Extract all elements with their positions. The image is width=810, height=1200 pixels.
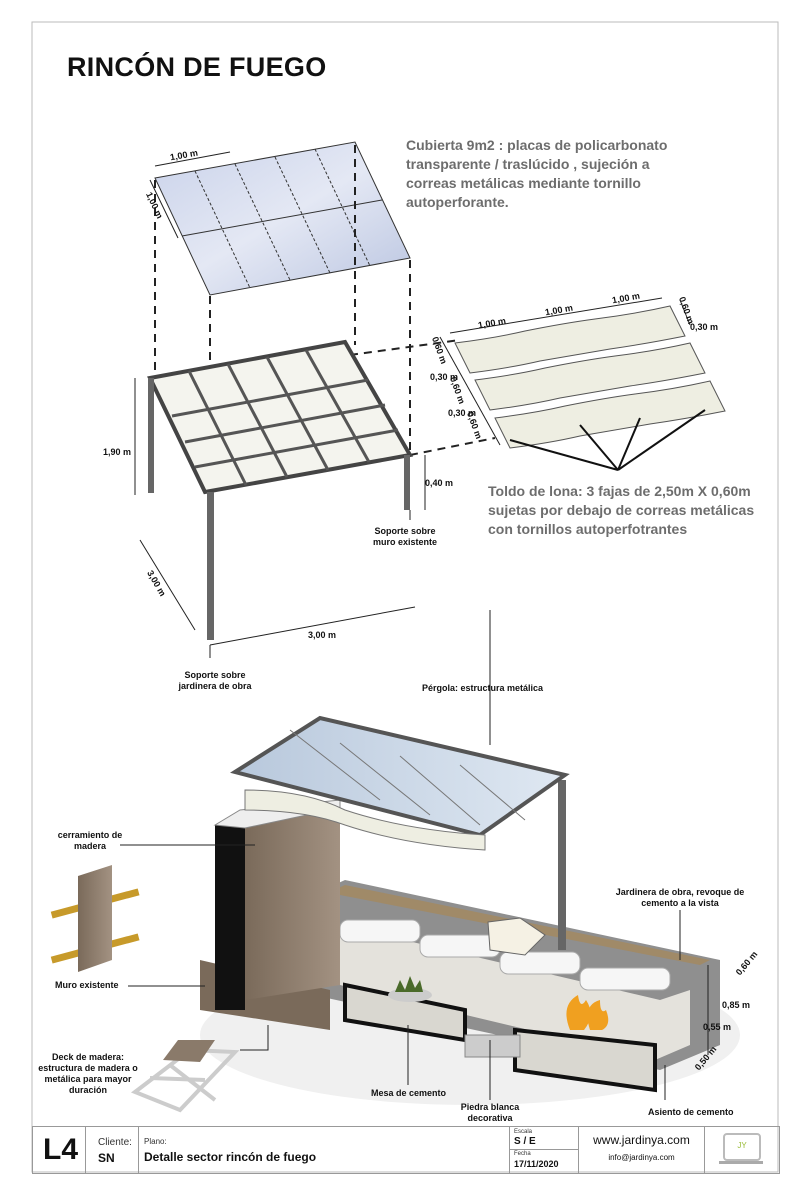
email-link[interactable]: info@jardinya.com [608, 1153, 675, 1162]
label-deck: Deck de madera: estructura de madera o m… [38, 1052, 138, 1095]
projection-lines [154, 145, 496, 490]
dim-total-height: 0,85 m [722, 1000, 751, 1010]
dim-height: 1,90 m [103, 447, 132, 457]
date-label: Fecha [514, 1151, 531, 1157]
canvas-note: Toldo de lona: 3 fajas de 2,50m X 0,60m … [488, 483, 755, 537]
wood-panel-detail [50, 865, 140, 972]
dim-side-2: 0,30 m [430, 372, 459, 382]
client-value: SN [98, 1151, 115, 1165]
canvas-strips [454, 305, 726, 449]
label-mesa: Mesa de cemento [371, 1088, 447, 1098]
dimension-lines [134, 297, 691, 745]
scale-value: S / E [514, 1136, 536, 1147]
date-value: 17/11/2020 [514, 1159, 559, 1169]
label-soporte-muro: Soporte sobre muro existente [372, 526, 438, 547]
jardinya-logo: JY [723, 1133, 761, 1161]
deck-detail [130, 1040, 240, 1113]
leader-lines [120, 844, 709, 1100]
label-piedra: Piedra blanca decorativa [460, 1102, 520, 1123]
label-soporte-jardinera: Soporte sobre jardinera de obra [178, 670, 252, 691]
fire-corner-render [200, 715, 740, 1105]
label-cerramiento: cerramiento de madera [57, 830, 123, 851]
plan-value: Detalle sector rincón de fuego [144, 1150, 317, 1164]
dim-strip-h2: 0,30 m [690, 322, 719, 332]
dim-post-low: 0,40 m [425, 478, 454, 488]
website-link[interactable]: www.jardinya.com [593, 1133, 690, 1147]
roof-note: Cubierta 9m2 : placas de policarbonato t… [406, 137, 668, 210]
polycarbonate-roof [149, 141, 411, 296]
label-jardinera: Jardinera de obra, revoque de cemento a … [615, 887, 745, 908]
strip-arrows [509, 409, 706, 471]
plan-label: Plano: [144, 1137, 167, 1146]
title-block: L4 Cliente: SN Plano: Detalle sector rin… [32, 1126, 780, 1174]
sheet-number: L4 [43, 1133, 79, 1166]
label-asiento: Asiento de cemento [648, 1107, 734, 1117]
page-title: RINCÓN DE FUEGO [67, 52, 327, 82]
label-pergola: Pérgola: estructura metálica [422, 683, 544, 693]
sheet-border [31, 21, 779, 1173]
dim-width: 3,00 m [308, 630, 337, 640]
client-label: Cliente: [98, 1137, 132, 1148]
scale-label: Escala [514, 1129, 533, 1135]
dim-seat-height: 0,55 m [703, 1022, 732, 1032]
pergola-frame [147, 339, 414, 640]
label-muro: Muro existente [55, 980, 119, 990]
dim-side-4: 0,30 m [448, 408, 477, 418]
